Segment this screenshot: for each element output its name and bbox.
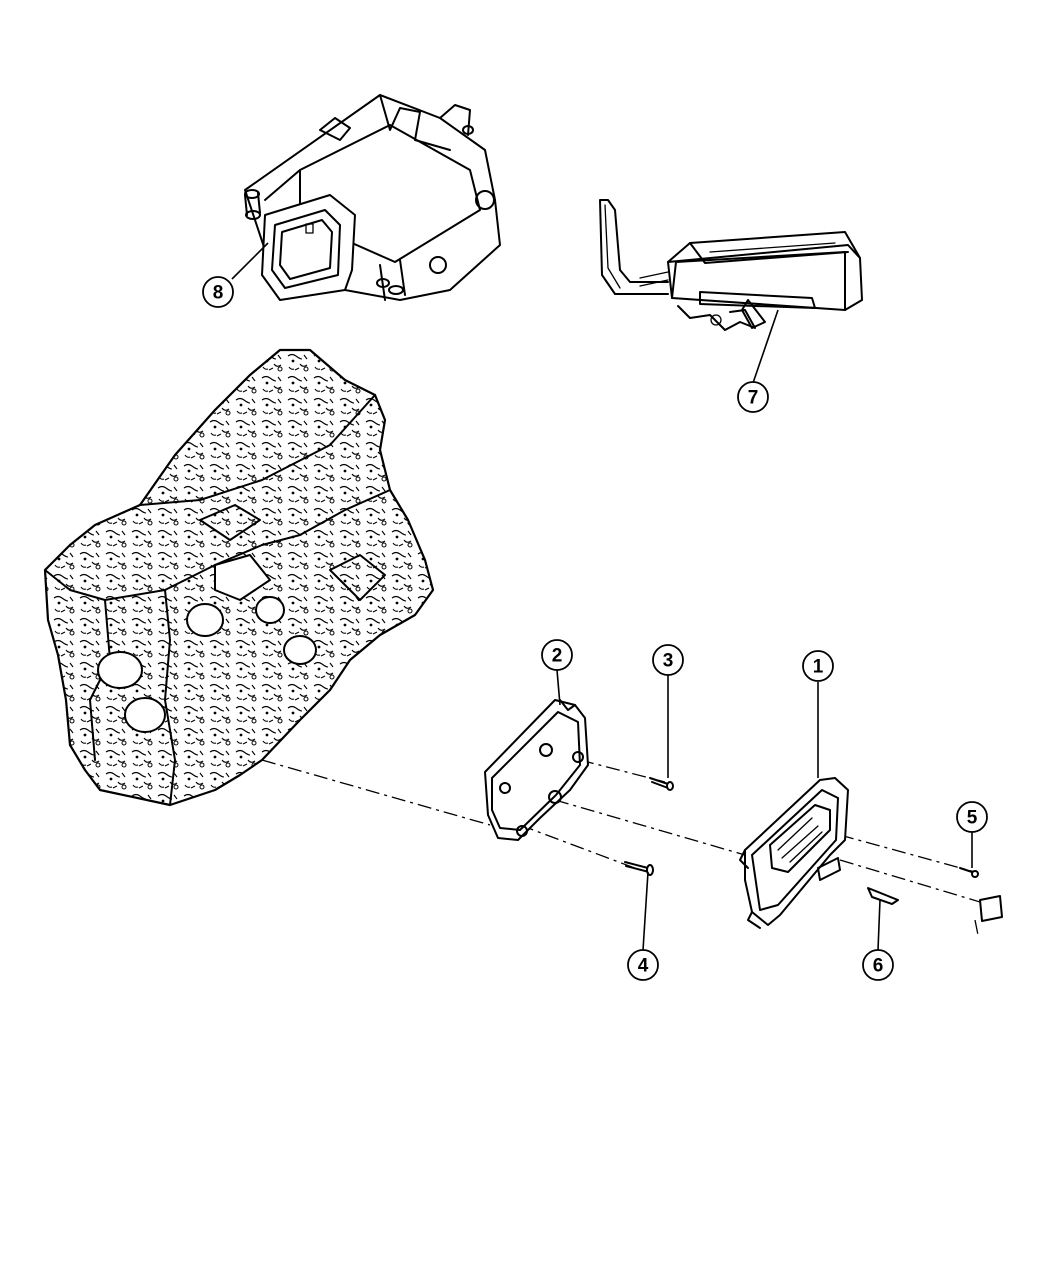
callout-6-label: 6: [873, 956, 884, 977]
label-tag: [979, 895, 1003, 922]
callout-5-label: 5: [967, 808, 978, 829]
part-2-bracket-plate: [484, 699, 589, 841]
callout-1-label: 1: [813, 657, 824, 678]
part-6-fastener: [867, 887, 899, 905]
engine-block: [43, 348, 435, 807]
part-8-module-bracket: [244, 94, 501, 301]
part-1-engine-control-module: [739, 777, 849, 929]
part-5-bolt: [959, 867, 979, 878]
callout-7-label: 7: [748, 388, 759, 409]
part-4-bolt: [624, 861, 654, 876]
callout-4: 4: [627, 949, 659, 981]
part-7-control-module: [599, 199, 863, 331]
mount-stud: [244, 189, 261, 220]
callout-3-label: 3: [663, 651, 674, 672]
callout-5: 5: [956, 801, 988, 833]
callout-2-label: 2: [552, 646, 563, 667]
callout-6: 6: [862, 949, 894, 981]
callout-8: 8: [202, 276, 234, 308]
callout-2: 2: [541, 639, 573, 671]
callout-3: 3: [652, 644, 684, 676]
leader-lines: [231, 242, 973, 951]
connector-housing: [261, 194, 356, 301]
callout-7: 7: [737, 381, 769, 413]
part-3-bolt: [649, 777, 674, 791]
callout-4-label: 4: [638, 956, 649, 977]
callout-8-label: 8: [213, 283, 224, 304]
alignment-lines: [261, 759, 991, 936]
callout-1: 1: [802, 650, 834, 682]
